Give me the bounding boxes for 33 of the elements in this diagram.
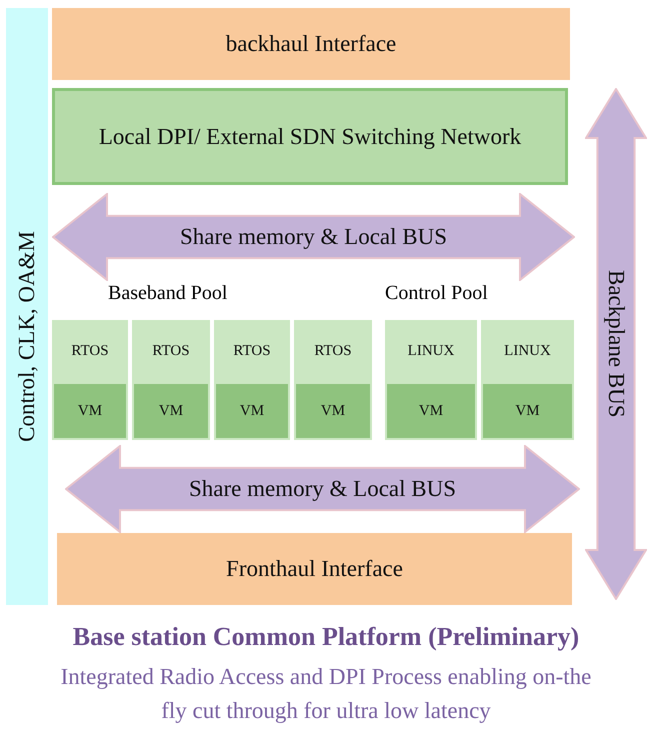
bus-band [65, 445, 580, 533]
interface-box: Fronthaul Interface [57, 533, 572, 605]
vm-box: VM [216, 384, 288, 438]
os-label: LINUX [408, 343, 454, 360]
os-label: RTOS [233, 343, 271, 360]
pool-column [481, 320, 574, 440]
os-label: LINUX [504, 343, 551, 360]
pool-column [214, 320, 290, 440]
control-band [6, 8, 48, 605]
pool-label: Control Pool [385, 282, 488, 305]
switching-network-box: Local DPI/ External SDN Switching Network [52, 88, 568, 185]
os-label: RTOS [314, 343, 352, 360]
bus-band [585, 88, 647, 600]
pool-column [385, 320, 477, 440]
vm-box: VM [134, 384, 208, 438]
vm-box: VM [387, 384, 475, 438]
arrow-label: Share memory & Local BUS [188, 476, 456, 502]
vm-box: VM [483, 384, 572, 438]
arrow-label: Backplane BUS [603, 270, 629, 418]
os-label: RTOS [152, 343, 190, 360]
vm-box: VM [54, 384, 126, 438]
os-label: RTOS [71, 343, 109, 360]
pool-column [294, 320, 372, 440]
pool-column [132, 320, 210, 440]
caption: Integrated Radio Access and DPI Process enabling on-the fly cut through for ultra low latency [60, 663, 592, 725]
band-label: Control, CLK, OA&M [14, 231, 40, 442]
bus-band [52, 193, 575, 281]
arrow-label: Share memory & Local BUS [180, 224, 447, 250]
pool-column [52, 320, 128, 440]
title: Base station Common Platform (Preliminary) [72, 622, 580, 652]
interface-box: backhaul Interface [52, 8, 570, 80]
pool-label: Baseband Pool [108, 282, 228, 305]
vm-box: VM [296, 384, 370, 438]
